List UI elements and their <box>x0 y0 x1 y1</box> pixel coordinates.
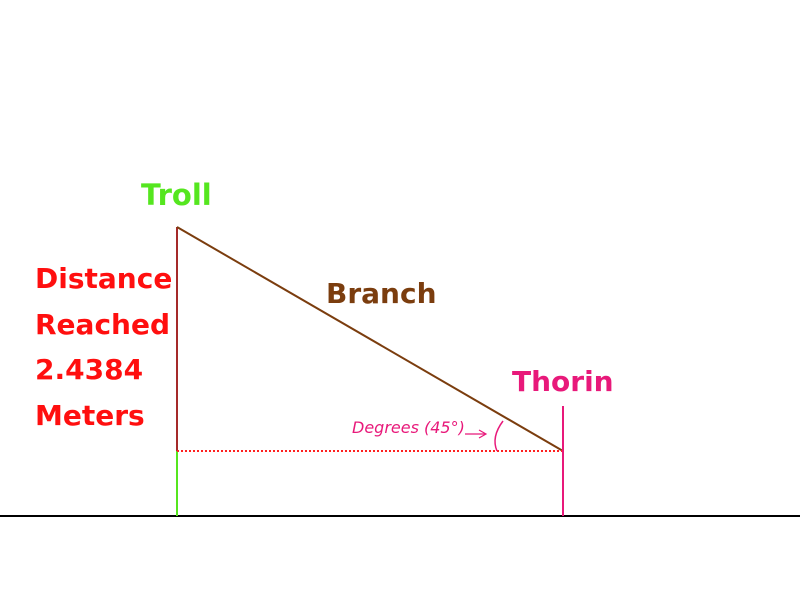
branch-label: Branch <box>326 277 437 310</box>
branch-line <box>176 226 564 452</box>
distance-line-3: 2.4384 <box>35 353 144 386</box>
distance-reached-label: Distance Reached 2.4384 Meters <box>35 256 172 438</box>
troll-label: Troll <box>141 178 212 212</box>
angle-annotation: Degrees (45°) <box>352 418 465 437</box>
distance-line-2: Reached <box>35 307 171 341</box>
angle-arrow-head <box>478 429 488 439</box>
distance-line-4: Meters <box>35 398 145 432</box>
distance-line-1: Distance <box>35 262 173 295</box>
angle-arc <box>494 420 504 452</box>
thorin-label: Thorin <box>512 365 614 398</box>
